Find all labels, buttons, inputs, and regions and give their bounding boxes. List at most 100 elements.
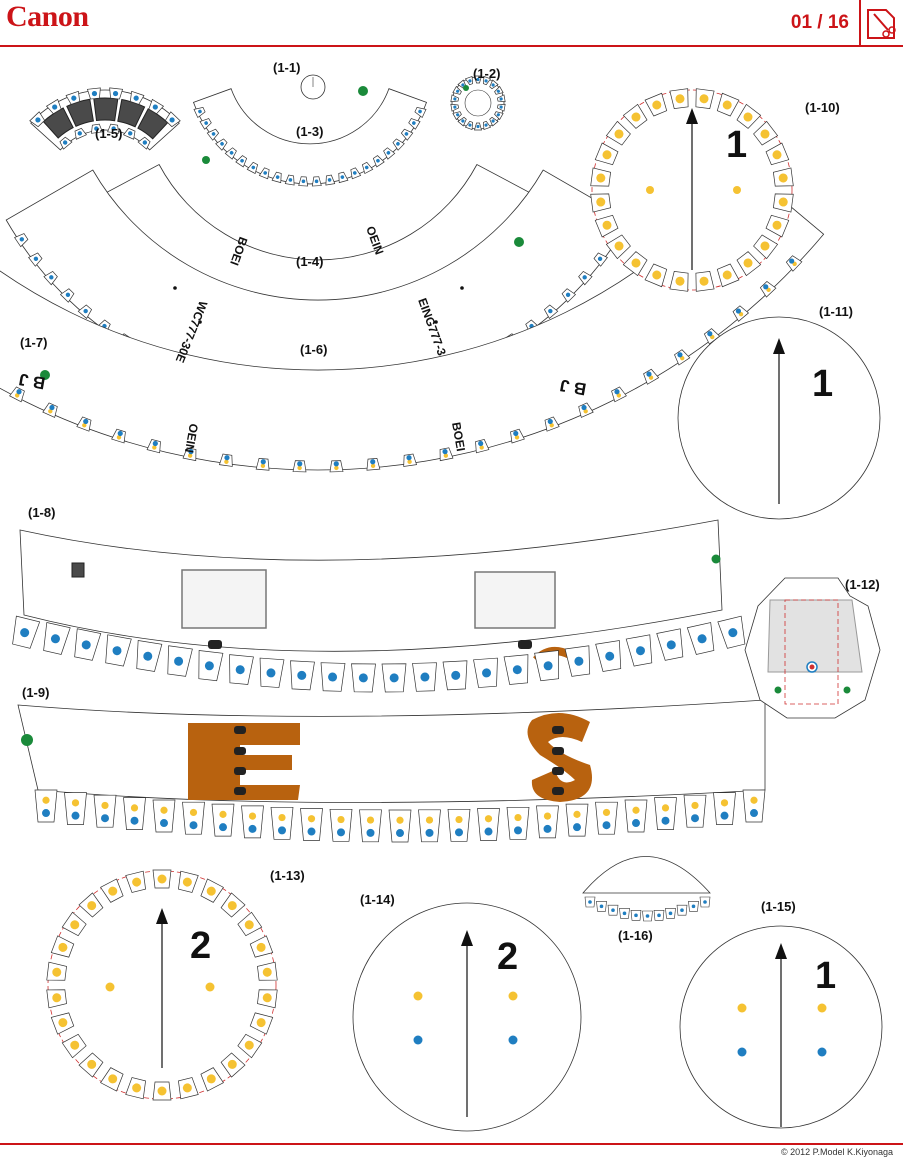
part-1-10-disk-tab <box>622 103 648 129</box>
yellow-dot <box>543 812 552 820</box>
glue-tab <box>136 640 163 672</box>
label-1-13: (1-13) <box>270 868 305 883</box>
blue-dot <box>425 828 434 837</box>
part-1-13-disk-tab <box>249 1012 274 1035</box>
blue-dot <box>512 665 522 675</box>
yellow-dot <box>42 796 50 804</box>
label-1-3: (1-3) <box>296 124 323 139</box>
part-1-10-disk-tab <box>695 270 715 292</box>
yellow-dot <box>750 796 758 804</box>
part-1-7-tab <box>329 460 344 473</box>
livery-bj-right: B J <box>558 375 587 398</box>
blue-dot <box>396 829 404 838</box>
yellow-dot <box>407 459 412 464</box>
glue-tab <box>43 622 71 655</box>
yellow-dot <box>573 810 581 818</box>
label-1-6: (1-6) <box>300 342 327 357</box>
pin-mark <box>434 320 438 324</box>
part-1-2-tab <box>483 75 492 86</box>
glue-tab <box>713 792 736 825</box>
blue-dot <box>396 142 400 146</box>
blue-dot <box>750 809 758 818</box>
glue-tab-outline <box>565 803 589 837</box>
part-1-13-disk-tab <box>257 989 278 1009</box>
part-1-10-disk-tab <box>594 142 619 166</box>
yellow-dot <box>484 815 493 823</box>
label-1-12: (1-12) <box>845 577 880 592</box>
blue-dot <box>328 672 338 682</box>
part-1-13-disk-tab <box>152 869 172 889</box>
yellow-dot <box>699 276 709 286</box>
glue-tab-outline <box>742 789 766 823</box>
glue-mark <box>358 86 368 96</box>
glue-tab <box>152 799 176 833</box>
part-1-5-tab <box>109 87 124 100</box>
window-dark <box>552 747 564 755</box>
window-square <box>71 562 85 578</box>
part-1-5-tab <box>29 111 46 128</box>
part-1-2-tab <box>474 122 482 131</box>
yellow-dot <box>157 1086 167 1096</box>
blue-dot <box>112 646 122 656</box>
part-1-10-disk-tab <box>716 263 740 288</box>
blue-dot <box>817 1047 827 1057</box>
yellow-dot <box>455 815 463 824</box>
part-1-6-tab <box>561 288 577 303</box>
part-1-3-tab <box>206 128 220 141</box>
yellow-dot <box>720 799 729 807</box>
yellow-dot <box>652 270 662 280</box>
yellow-dot <box>14 393 20 398</box>
label-1-9: (1-9) <box>22 685 49 700</box>
yellow-dot <box>661 804 670 812</box>
blue-dot <box>703 900 707 904</box>
yellow-dot <box>602 808 611 817</box>
part-1-5-tab <box>123 127 136 140</box>
blue-dot <box>565 292 571 297</box>
part-1-2-tab <box>483 120 492 131</box>
blue-dot <box>484 123 488 127</box>
glue-tab <box>34 789 58 823</box>
livery-letter-s <box>527 712 592 802</box>
part-1-2-tab <box>497 94 506 103</box>
blue-dot <box>263 171 268 175</box>
blue-dot <box>251 165 256 170</box>
yellow-dot <box>514 813 522 822</box>
part-1-5-tab <box>164 111 181 128</box>
blue-dot <box>91 90 98 97</box>
glue-tab <box>290 660 315 691</box>
blue-dot <box>133 95 139 101</box>
glue-tab <box>619 908 630 919</box>
yellow-dot <box>70 1040 80 1050</box>
part-1-2-tab <box>474 75 482 84</box>
blue-dot <box>456 113 460 117</box>
blue-dot <box>204 121 208 125</box>
blue-dot <box>35 117 41 123</box>
blue-dot <box>364 165 369 170</box>
part-1-3-tab <box>325 174 336 186</box>
yellow-dot <box>48 409 53 414</box>
glue-mark <box>21 734 33 746</box>
part-1-13-disk-tab <box>100 1067 124 1092</box>
blue-dot <box>71 95 77 101</box>
blue-dot <box>461 119 465 123</box>
part-1-3-tab <box>235 155 248 168</box>
blue-dot <box>340 175 345 179</box>
glue-tab <box>359 809 382 843</box>
yellow-dot <box>205 982 215 992</box>
part-1-5-tab <box>86 87 101 100</box>
yellow-dot <box>675 94 685 104</box>
label-1-8: (1-8) <box>28 505 55 520</box>
glue-tab <box>683 794 707 828</box>
blue-dot <box>42 809 50 818</box>
blue-dot <box>71 811 80 820</box>
part-1-10-disk-tab <box>594 214 619 238</box>
yellow-dot <box>278 813 286 822</box>
yellow-dot <box>817 1003 827 1013</box>
part-1-13-disk-tab <box>125 1077 146 1100</box>
red-dot <box>809 664 815 670</box>
yellow-dot <box>244 1040 254 1050</box>
pin-mark <box>173 286 177 290</box>
header-divider <box>859 0 861 45</box>
blue-dot <box>301 179 306 184</box>
glue-tab <box>595 640 622 672</box>
